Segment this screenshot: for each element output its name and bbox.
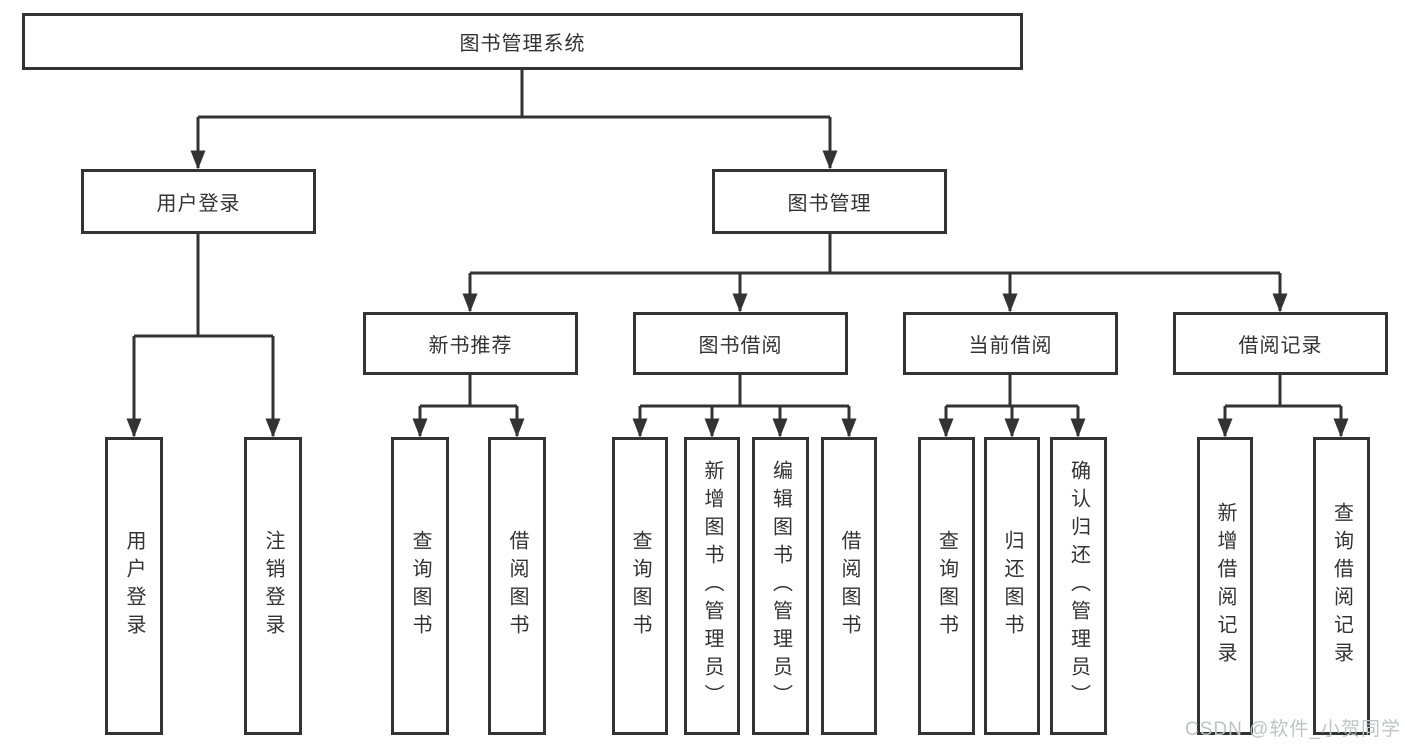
- leaf-br-query-borrow-record: 查询借阅记录: [1313, 437, 1370, 735]
- leaf-bb-query-book: 查询图书: [612, 437, 668, 735]
- leaf-logout-login: 注销登录: [244, 437, 302, 735]
- node-book-borrow: 图书借阅: [633, 312, 848, 375]
- node-new-book-recommend: 新书推荐: [363, 312, 578, 375]
- node-user-login: 用户登录: [81, 169, 316, 234]
- leaf-cb-query-book: 查询图书: [918, 437, 975, 735]
- watermark: CSDN @软件_小贺同学: [1185, 719, 1401, 740]
- leaf-nbr-query-book: 查询图书: [391, 437, 449, 735]
- node-book-management: 图书管理: [712, 169, 947, 234]
- leaf-nbr-borrow-book: 借阅图书: [488, 437, 546, 735]
- leaf-bb-add-book-admin: 新增图书（管理员）: [684, 437, 740, 735]
- leaf-bb-edit-book-admin: 编辑图书（管理员）: [752, 437, 809, 735]
- leaf-br-add-borrow-record: 新增借阅记录: [1197, 437, 1253, 735]
- node-current-borrow: 当前借阅: [903, 312, 1118, 375]
- node-borrow-records: 借阅记录: [1173, 312, 1388, 375]
- node-library-system: 图书管理系统: [22, 13, 1023, 70]
- leaf-cb-return-book: 归还图书: [984, 437, 1040, 735]
- leaf-user-login: 用户登录: [105, 437, 163, 735]
- leaf-bb-borrow-book: 借阅图书: [821, 437, 877, 735]
- leaf-cb-confirm-return-admin: 确认归还（管理员）: [1050, 437, 1107, 735]
